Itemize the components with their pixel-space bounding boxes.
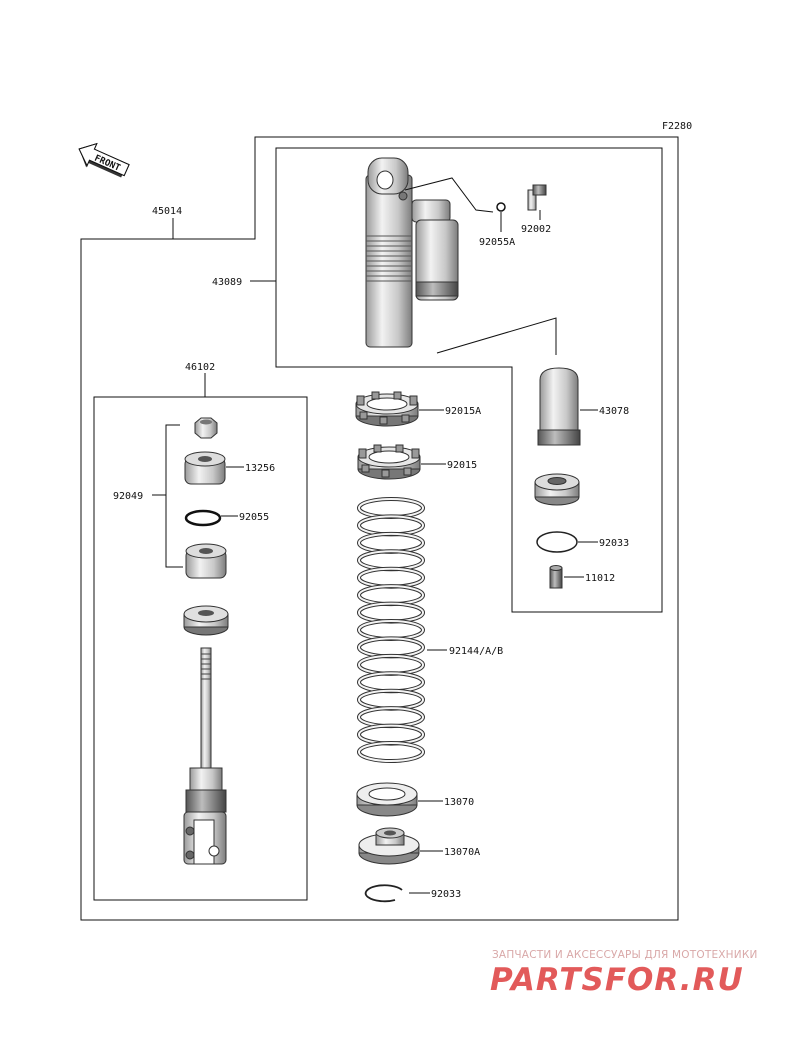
label-92002: 92002 [521, 224, 551, 235]
label-92144: 92144/A/B [449, 646, 503, 657]
rod-washer [183, 605, 229, 636]
lower-circlip [364, 884, 403, 903]
watermark-brand: PARTSFOR.RU [490, 962, 744, 998]
bolt-part [527, 184, 547, 211]
label-46102: 46102 [185, 362, 215, 373]
adjuster-nut-part [357, 444, 421, 480]
rod-bushing-13256 [184, 451, 226, 485]
rod-nut [194, 417, 218, 439]
label-13256: 13256 [245, 463, 275, 474]
label-43078: 43078 [599, 406, 629, 417]
rod-seal [185, 543, 227, 579]
spring-seat-part [356, 782, 418, 817]
diagram-code: F2280 [662, 121, 692, 132]
shock-body [365, 157, 459, 348]
rod-kit-frame [93, 396, 308, 901]
cylinder-frame [275, 147, 663, 613]
label-92055a: 92055A [479, 237, 515, 248]
locknut-part [355, 391, 419, 427]
label-92015: 92015 [447, 460, 477, 471]
spring-guide-part [358, 827, 420, 865]
front-arrow-icon: FRONT [78, 142, 130, 178]
label-43089: 43089 [212, 277, 242, 288]
label-11012: 11012 [585, 573, 615, 584]
label-92033-lower: 92033 [431, 889, 461, 900]
label-92033-upper: 92033 [599, 538, 629, 549]
label-13070: 13070 [444, 797, 474, 808]
reservoir-cap [534, 473, 580, 506]
coil-spring [357, 497, 425, 763]
valve-part [549, 565, 563, 589]
bushing-part [496, 202, 506, 212]
assembly-frame [80, 136, 679, 921]
label-13070a: 13070A [444, 847, 480, 858]
reservoir-bladder [537, 367, 581, 446]
label-45014: 45014 [152, 206, 182, 217]
cap-circlip [536, 531, 578, 553]
piston-rod [183, 647, 227, 865]
label-92055: 92055 [239, 512, 269, 523]
watermark-tagline: ЗАПЧАСТИ И АКСЕССУАРЫ ДЛЯ МОТОТЕХНИКИ [492, 949, 758, 961]
label-92015a: 92015A [445, 406, 481, 417]
label-92049: 92049 [113, 491, 143, 502]
oring-part [184, 509, 222, 527]
